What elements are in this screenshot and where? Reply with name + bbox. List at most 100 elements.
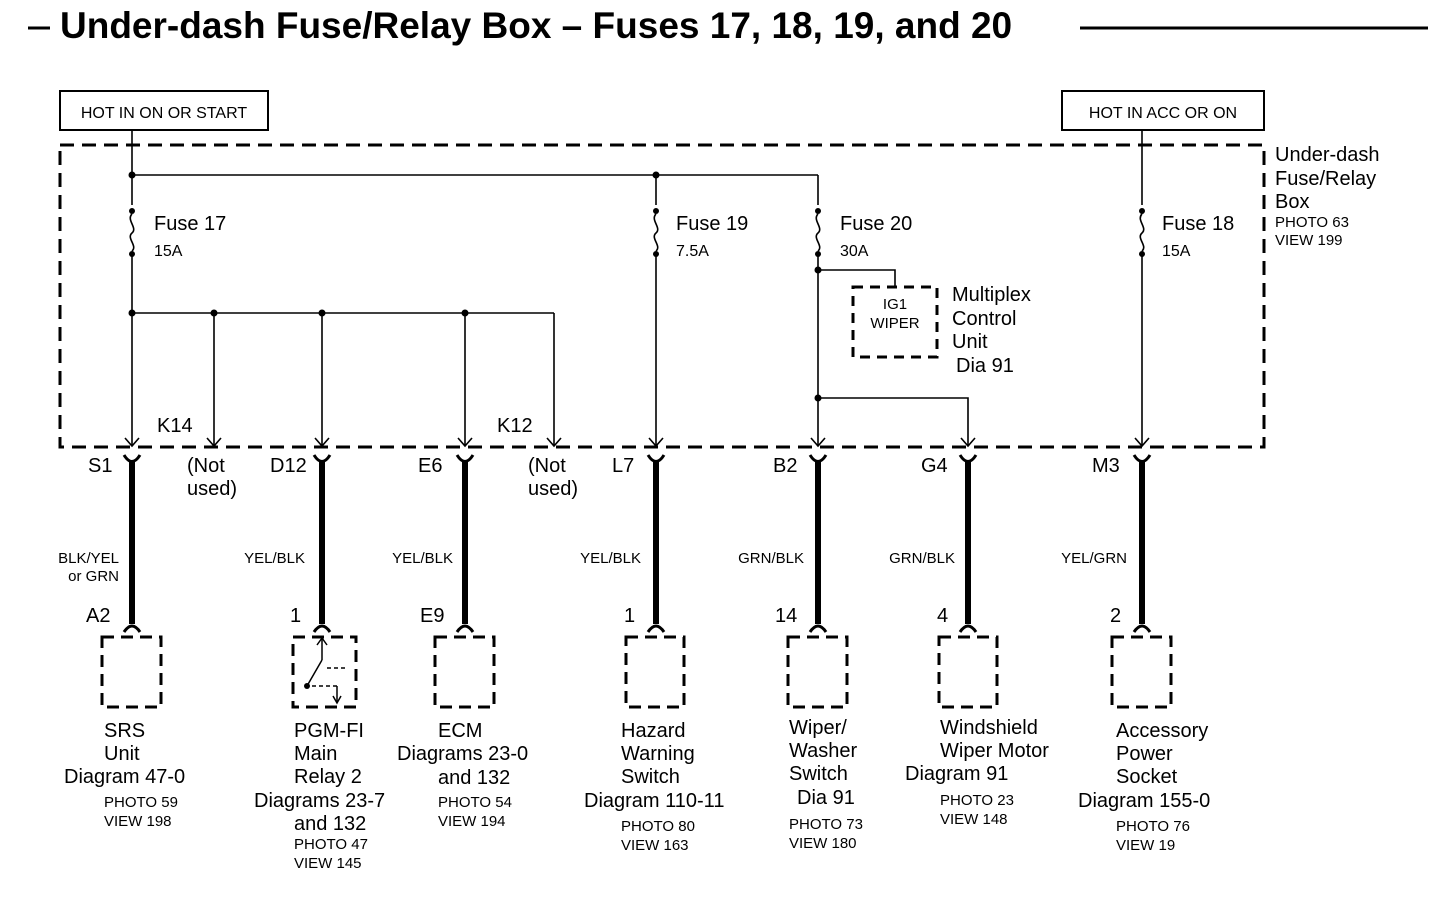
- label-ecm: ECM Diagrams 23-0 and 132 PHOTO 54 VIEW …: [397, 720, 528, 830]
- terminal-k12: K12: [497, 415, 533, 437]
- fuse-20-rating: 30A: [840, 243, 869, 260]
- connector-pin-e6: E6: [418, 455, 442, 477]
- not-used-1-line1: (Not: [187, 455, 225, 477]
- box-label-photo: PHOTO 63: [1275, 214, 1349, 231]
- wire-color-s1-line2: or GRN: [68, 568, 119, 585]
- connector-pin-m3: M3: [1092, 455, 1120, 477]
- dest-pin-m3: 2: [1110, 605, 1121, 627]
- wire-color-g4: GRN/BLK: [889, 550, 955, 567]
- label-srs: SRS Unit Diagram 47-0 PHOTO 59 VIEW 198: [64, 720, 185, 830]
- connector-s1: S1 BLK/YEL or GRN A2: [58, 454, 142, 633]
- fuse-20-name: Fuse 20: [840, 213, 912, 235]
- fuse-19-rating: 7.5A: [676, 243, 709, 260]
- wire-color-m3: YEL/GRN: [1061, 550, 1127, 567]
- fuse-17-name: Fuse 17: [154, 213, 226, 235]
- hazard-line4: Diagram 110-11: [584, 790, 724, 812]
- fuse-symbol-17: [126, 205, 138, 257]
- srs-line2: Unit: [104, 743, 140, 765]
- wsw-line2: Washer: [789, 740, 858, 762]
- pgm-line2: Main: [294, 743, 337, 765]
- wire-color-e6: YEL/BLK: [392, 550, 453, 567]
- connector-d12: D12 YEL/BLK 1: [244, 454, 332, 633]
- component-box-hazard: [624, 635, 686, 709]
- socket-line3: Socket: [1116, 766, 1178, 788]
- hazard-line3: Switch: [621, 766, 680, 788]
- mcu-label-line4: Dia 91: [956, 355, 1014, 377]
- connector-pin-b2: B2: [773, 455, 797, 477]
- fuse-relay-box-outline: [58, 143, 1266, 449]
- box-label-line3: Box: [1275, 191, 1309, 213]
- socket-line1: Accessory: [1116, 720, 1208, 742]
- srs-photo: PHOTO 59: [104, 794, 178, 811]
- relay-symbol: [291, 635, 358, 709]
- ecm-line2: Diagrams 23-0: [397, 743, 528, 765]
- wire-color-b2: GRN/BLK: [738, 550, 804, 567]
- connector-pin-s1: S1: [88, 455, 112, 477]
- wsw-line3: Switch: [789, 763, 848, 785]
- label-wiper-motor: Windshield Wiper Motor Diagram 91 PHOTO …: [905, 717, 1049, 828]
- wsw-line4: Dia 91: [797, 787, 855, 809]
- connector-g4: G4 GRN/BLK 4: [889, 454, 978, 633]
- wmotor-line1: Windshield: [940, 717, 1038, 739]
- not-used-2-line2: used): [528, 478, 578, 500]
- srs-line1: SRS: [104, 720, 145, 742]
- connector-pin-g4: G4: [921, 455, 948, 477]
- mcu-label-line1: Multiplex: [952, 284, 1031, 306]
- srs-line3: Diagram 47-0: [64, 766, 185, 788]
- power-label-box-left: [59, 90, 269, 131]
- socket-line4: Diagram 155-0: [1078, 790, 1210, 812]
- component-box-wiper-switch: [786, 635, 849, 709]
- box-label-view: VIEW 199: [1275, 232, 1343, 249]
- connector-l7: L7 YEL/BLK 1: [580, 454, 666, 633]
- component-box-power-socket: [1110, 635, 1173, 709]
- fuse-18-name: Fuse 18: [1162, 213, 1234, 235]
- ecm-line1: ECM: [438, 720, 482, 742]
- socket-view: VIEW 19: [1116, 837, 1175, 854]
- hazard-line2: Warning: [621, 743, 695, 765]
- power-label-left: HOT IN ON OR START: [81, 105, 247, 122]
- dest-pin-b2: 14: [775, 605, 797, 627]
- mcu-label-line2: Control: [952, 308, 1016, 330]
- label-hazard: Hazard Warning Switch Diagram 110-11 PHO…: [584, 720, 724, 854]
- box-label-line1: Under-dash: [1275, 144, 1380, 166]
- wsw-view: VIEW 180: [789, 835, 857, 852]
- internal-wiring: [131, 130, 1143, 445]
- dest-pin-d12: 1: [290, 605, 301, 627]
- wire-color-l7: YEL/BLK: [580, 550, 641, 567]
- mcu-box-line1: IG1: [883, 296, 907, 313]
- wmotor-view: VIEW 148: [940, 811, 1008, 828]
- component-box-srs: [100, 635, 163, 709]
- label-power-socket: Accessory Power Socket Diagram 155-0 PHO…: [1078, 720, 1210, 854]
- dest-pin-g4: 4: [937, 605, 948, 627]
- wmotor-line3: Diagram 91: [905, 763, 1008, 785]
- hazard-line1: Hazard: [621, 720, 685, 742]
- pgm-view: VIEW 145: [294, 855, 362, 872]
- hazard-view: VIEW 163: [621, 837, 689, 854]
- dest-pin-l7: 1: [624, 605, 635, 627]
- ecm-view: VIEW 194: [438, 813, 506, 830]
- not-used-1-line2: used): [187, 478, 237, 500]
- pgm-line5: and 132: [294, 813, 366, 835]
- pgm-line4: Diagrams 23-7: [254, 790, 385, 812]
- fuse-18-rating: 15A: [1162, 243, 1191, 260]
- wire-color-d12: YEL/BLK: [244, 550, 305, 567]
- junction-dots: [128, 171, 822, 402]
- connector-pin-d12: D12: [270, 455, 307, 477]
- fuse-19-name: Fuse 19: [676, 213, 748, 235]
- socket-line2: Power: [1116, 743, 1173, 765]
- diagram-title: Under-dash Fuse/Relay Box – Fuses 17, 18…: [60, 5, 1012, 46]
- socket-photo: PHOTO 76: [1116, 818, 1190, 835]
- connector-pin-l7: L7: [612, 455, 634, 477]
- connector-e6: E6 YEL/BLK E9: [392, 454, 475, 633]
- terminal-k14: K14: [157, 415, 193, 437]
- label-pgm-fi: PGM-FI Main Relay 2 Diagrams 23-7 and 13…: [254, 720, 385, 872]
- mcu-label-line3: Unit: [952, 331, 988, 353]
- fuse-symbol-20: [812, 205, 824, 257]
- component-box-ecm: [433, 635, 496, 709]
- mcu-box: [851, 285, 939, 359]
- wsw-photo: PHOTO 73: [789, 816, 863, 833]
- connector-m3: M3 YEL/GRN 2: [1061, 454, 1152, 633]
- box-label-line2: Fuse/Relay: [1275, 168, 1376, 190]
- ecm-photo: PHOTO 54: [438, 794, 512, 811]
